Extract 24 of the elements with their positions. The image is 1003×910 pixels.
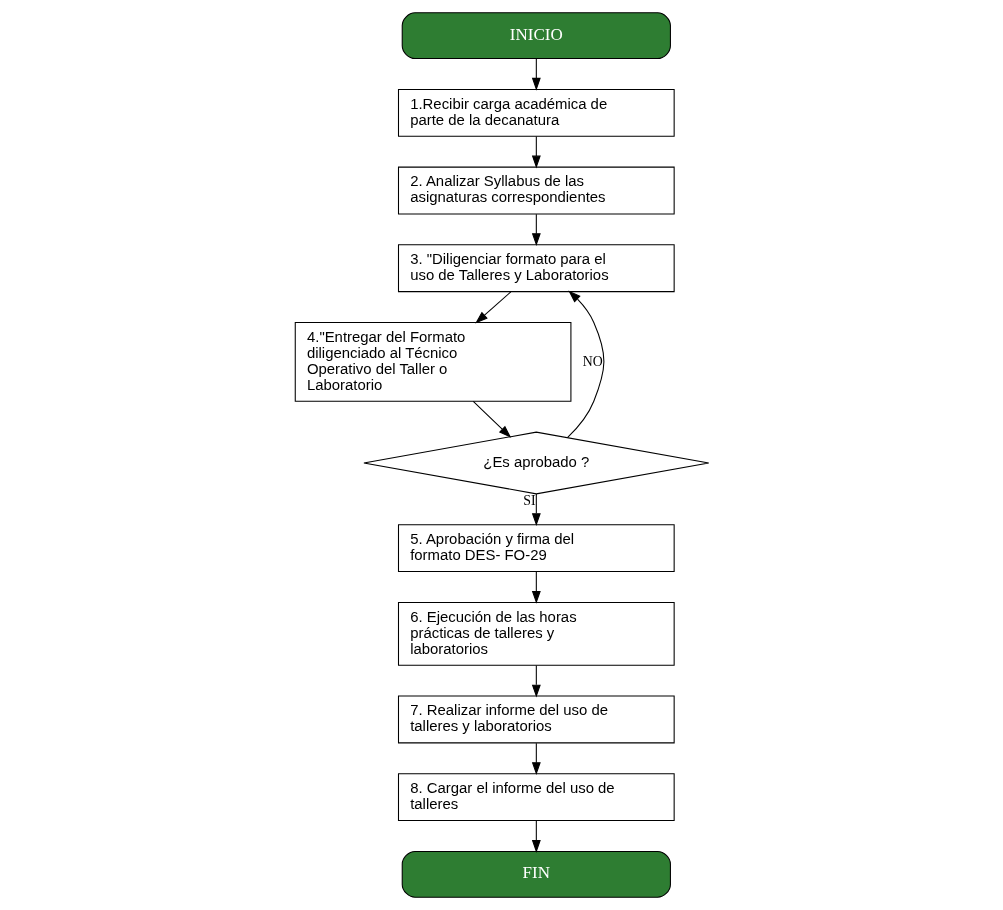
node-box: 3. "Diligenciar formato para el uso de Talleres y Laboratorios <box>397 244 675 293</box>
edge-label: NO <box>582 353 603 369</box>
node-box: 6. Ejecución de las horas prácticas de talleres y laboratorios <box>397 601 675 666</box>
arrow <box>472 400 511 438</box>
edge-label: SI <box>522 493 536 509</box>
arrow <box>531 820 541 853</box>
arrow <box>531 664 541 698</box>
node-box: 5. Aprobación y firma del formato DES- FO-29 <box>397 524 675 573</box>
arrow <box>531 58 541 91</box>
node-diamond: ¿Es aprobado ? <box>362 431 709 495</box>
node-box: 2. Analizar Syllabus de las asignaturas correspondientes <box>397 166 675 215</box>
arrow <box>531 213 541 247</box>
arrow <box>474 291 511 324</box>
arrow <box>531 136 541 169</box>
node-box: FIN <box>401 850 671 898</box>
arrow <box>566 290 604 439</box>
node-box: 8. Cargar el informe del uso de talleres <box>397 773 675 822</box>
arrow <box>531 493 541 527</box>
node-box: 4."Entregar del Formato diligenciado al Técnico Operativo del Taller o Laboratorio <box>294 321 571 402</box>
node-box: INICIO <box>401 12 671 60</box>
node-box: 7. Realizar informe del uso de talleres y laboratorios <box>397 695 675 744</box>
node-box: 1.Recibir carga académica de parte de la decanatura <box>397 88 675 137</box>
arrow <box>531 742 541 776</box>
arrow <box>531 571 541 604</box>
